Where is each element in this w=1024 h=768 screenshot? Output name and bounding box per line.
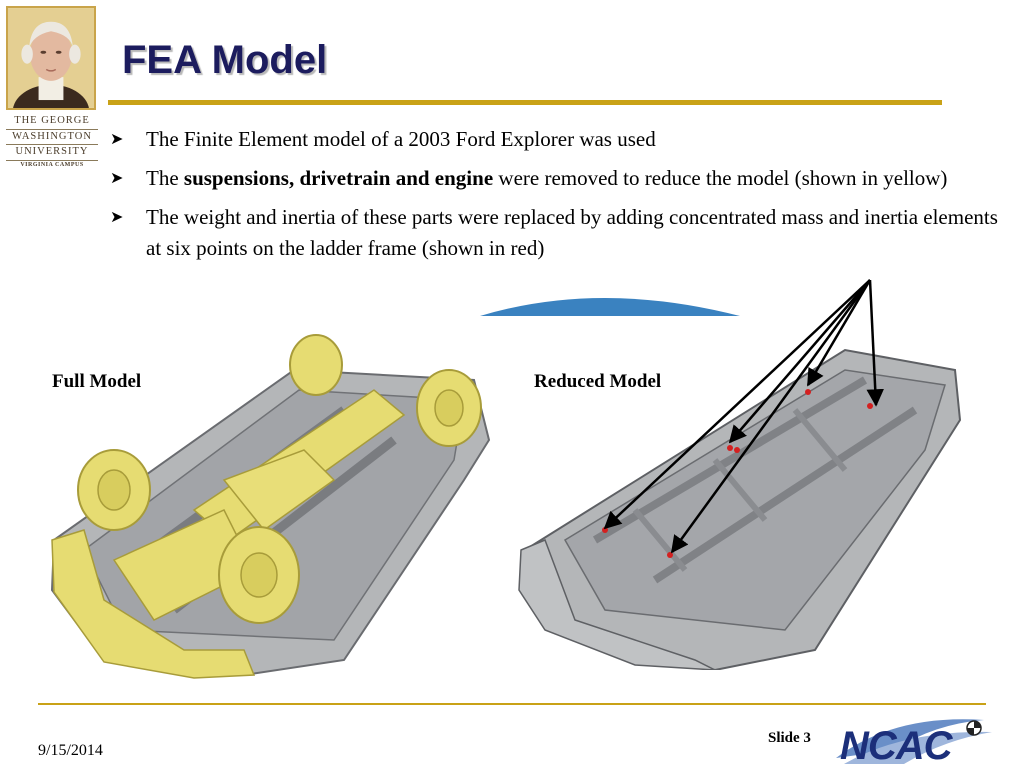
- title-divider: [108, 100, 942, 105]
- reduced-model-label: Reduced Model: [534, 371, 662, 392]
- arrow-bullet-icon: ➤: [110, 170, 124, 187]
- bullet-text-post: were removed to reduce the model (shown …: [493, 166, 948, 190]
- mass-point: [805, 389, 811, 395]
- full-model-label: Full Model: [52, 371, 142, 392]
- univ-campus: VIRGINIA CAMPUS: [20, 161, 84, 168]
- arrow-bullet-icon: ➤: [110, 131, 124, 148]
- bullet-item: ➤ The weight and inertia of these parts …: [108, 202, 1018, 264]
- mass-point: [602, 527, 608, 533]
- university-logo: THE GEORGE WASHINGTON UNIVERSITY VIRGINI…: [6, 6, 98, 176]
- mass-point: [727, 445, 733, 451]
- mass-point: [667, 552, 673, 558]
- full-model-image: [44, 330, 494, 680]
- footer-date: 9/15/2014: [38, 742, 103, 759]
- ncac-swoosh-icon: [836, 719, 992, 764]
- bullet-list: ➤ The Finite Element model of a 2003 For…: [108, 124, 1018, 272]
- university-wordmark: THE GEORGE WASHINGTON UNIVERSITY VIRGINI…: [6, 114, 98, 170]
- slide-title: FEA Model: [122, 38, 328, 82]
- bullet-text-pre: The: [146, 166, 184, 190]
- ncac-wordmark: NCAC: [840, 724, 953, 768]
- slide-number: Slide 3: [768, 730, 811, 746]
- mass-point: [867, 403, 873, 409]
- univ-line-2: WASHINGTON: [6, 130, 98, 146]
- arrow-bullet-icon: ➤: [110, 209, 124, 226]
- bullet-item: ➤ The Finite Element model of a 2003 For…: [108, 124, 1018, 155]
- ncac-logo: NCAC: [834, 710, 994, 768]
- portrait-image: [6, 6, 96, 110]
- footer-divider: [38, 703, 986, 705]
- bullet-item: ➤ The suspensions, drivetrain and engine…: [108, 163, 1018, 194]
- bullet-text-bold: suspensions, drivetrain and engine: [183, 166, 494, 190]
- mass-point: [734, 447, 740, 453]
- univ-line-1: THE GEORGE: [6, 114, 98, 130]
- bullet-text: The Finite Element model of a 2003 Ford …: [146, 127, 656, 151]
- univ-line-3: UNIVERSITY: [6, 145, 98, 161]
- bullet-text: The weight and inertia of these parts we…: [146, 205, 998, 260]
